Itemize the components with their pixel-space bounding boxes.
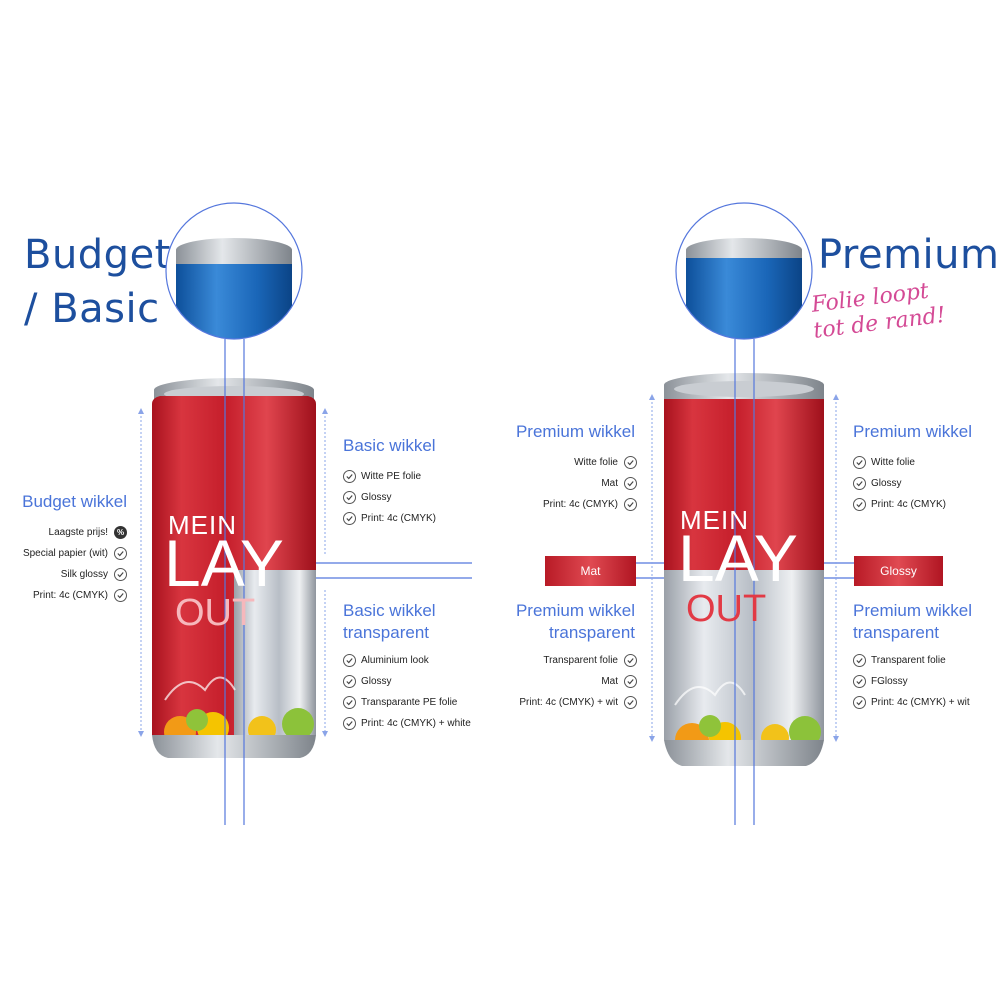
can-right-print-line1: MEIN	[680, 505, 749, 535]
can-right	[664, 373, 824, 766]
check-circle-icon	[343, 512, 356, 525]
check-circle-icon	[624, 654, 637, 667]
check-circle-icon	[343, 470, 356, 483]
list-item: Print: 4c (CMYK) + white	[343, 713, 471, 734]
tag-mat-bg	[545, 556, 636, 586]
dimension-arrowheads	[138, 394, 839, 742]
check-circle-icon	[343, 654, 356, 667]
list-item: Laagste prijs!%	[0, 522, 127, 543]
check-circle-icon	[624, 696, 637, 709]
budget-wikkel-list: Laagste prijs!% Special papier (wit) Sil…	[0, 522, 127, 606]
list-item: FGlossy	[853, 671, 970, 692]
check-circle-icon	[343, 675, 356, 688]
basic-transparent-list: Aluminium look Glossy Transparante PE fo…	[343, 650, 471, 734]
premium-right-heading: Premium wikkel	[853, 422, 973, 441]
premium-transparent-right-heading-line1: Premium wikkel	[853, 601, 973, 620]
premium-left-heading: Premium wikkel	[515, 422, 635, 441]
guide-lines	[224, 339, 854, 825]
list-item: Aluminium look	[343, 650, 471, 671]
check-circle-icon	[114, 589, 127, 602]
list-item: Transparent folie	[853, 650, 970, 671]
list-item: Print: 4c (CMYK)	[343, 508, 436, 529]
list-item: Mat	[480, 671, 637, 692]
list-item: Print: 4c (CMYK) + wit	[480, 692, 637, 713]
premium-transparent-left-heading-line2: transparent	[549, 623, 635, 642]
list-item: Print: 4c (CMYK) + wit	[853, 692, 970, 713]
premium-left-list: Witte folie Mat Print: 4c (CMYK)	[480, 452, 637, 515]
basic-wikkel-list: Witte PE folie Glossy Print: 4c (CMYK)	[343, 466, 436, 529]
list-item: Witte PE folie	[343, 466, 436, 487]
can-left-print-line3: OUT	[175, 592, 256, 634]
detail-circle-right	[675, 202, 813, 340]
basic-wikkel-heading: Basic wikkel	[343, 436, 436, 455]
title-budget: Budget	[24, 232, 171, 278]
can-left	[152, 378, 316, 758]
detail-circle-left	[165, 202, 303, 340]
check-circle-icon	[853, 477, 866, 490]
list-item: Print: 4c (CMYK)	[853, 494, 946, 515]
list-item: Glossy	[343, 671, 471, 692]
list-item: Mat	[480, 473, 637, 494]
premium-transparent-left-list: Transparent folie Mat Print: 4c (CMYK) +…	[480, 650, 637, 713]
tag-glossy-bg	[854, 556, 943, 586]
check-circle-icon	[853, 654, 866, 667]
percent-icon: %	[114, 526, 127, 539]
premium-right-list: Witte folie Glossy Print: 4c (CMYK)	[853, 452, 946, 515]
premium-transparent-right-heading-line2: transparent	[853, 623, 939, 642]
check-circle-icon	[114, 547, 127, 560]
list-item: Special papier (wit)	[0, 543, 127, 564]
basic-transparent-heading-line1: Basic wikkel	[343, 601, 436, 620]
list-item: Transparante PE folie	[343, 692, 471, 713]
check-circle-icon	[343, 491, 356, 504]
check-circle-icon	[624, 456, 637, 469]
list-item: Print: 4c (CMYK)	[0, 585, 127, 606]
can-right-print-line3: OUT	[686, 588, 767, 630]
check-circle-icon	[853, 696, 866, 709]
can-left-print-line2: LAY	[164, 526, 284, 600]
title-premium: Premium	[818, 232, 1000, 278]
title-basic: / Basic	[24, 286, 160, 332]
check-circle-icon	[624, 498, 637, 511]
list-item: Glossy	[343, 487, 436, 508]
tag-glossy: Glossy	[880, 564, 917, 578]
check-circle-icon	[624, 675, 637, 688]
check-circle-icon	[114, 568, 127, 581]
check-circle-icon	[343, 717, 356, 730]
check-circle-icon	[624, 477, 637, 490]
can-right-print-line2: LAY	[678, 521, 798, 595]
budget-wikkel-heading: Budget wikkel	[22, 492, 127, 511]
check-circle-icon	[853, 456, 866, 469]
check-circle-icon	[853, 498, 866, 511]
list-item: Witte folie	[480, 452, 637, 473]
basic-transparent-heading-line2: transparent	[343, 623, 429, 642]
check-circle-icon	[853, 675, 866, 688]
check-circle-icon	[343, 696, 356, 709]
list-item: Glossy	[853, 473, 946, 494]
list-item: Witte folie	[853, 452, 946, 473]
list-item: Transparent folie	[480, 650, 637, 671]
premium-transparent-right-list: Transparent folie FGlossy Print: 4c (CMY…	[853, 650, 970, 713]
list-item: Silk glossy	[0, 564, 127, 585]
tag-mat: Mat	[580, 564, 601, 578]
premium-transparent-left-heading-line1: Premium wikkel	[515, 601, 635, 620]
can-left-print-line1: MEIN	[168, 510, 237, 540]
list-item: Print: 4c (CMYK)	[480, 494, 637, 515]
dimension-lines	[140, 398, 837, 738]
